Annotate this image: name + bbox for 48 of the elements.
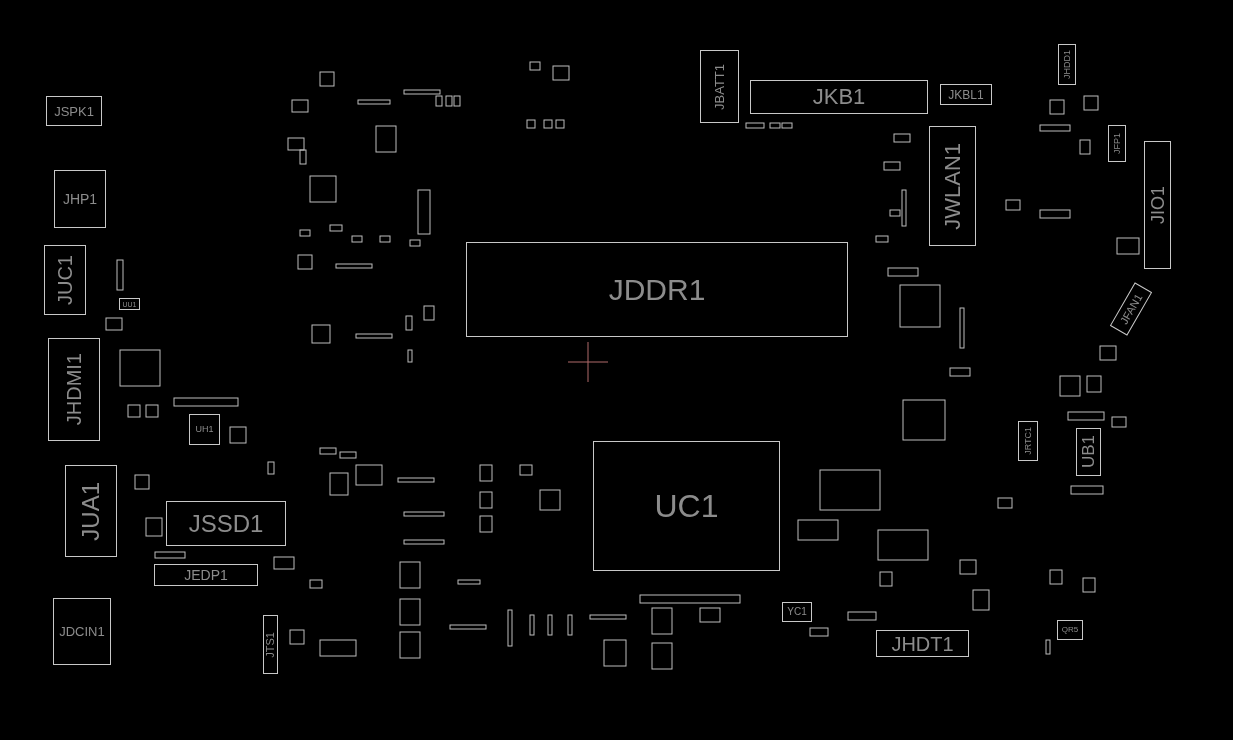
component-designator: JRTC1 [1023,427,1033,455]
component-designator: UC1 [654,490,719,522]
component-designator: JHDD1 [1062,50,1072,79]
connector-outline [876,630,969,657]
component-designator: JHP1 [62,192,98,206]
connector-outline [940,84,992,105]
component-designator: JDDR1 [608,274,706,305]
connector-outline [1144,141,1171,269]
component-designator: JFP1 [1112,133,1122,154]
component-designator: JSSD1 [188,511,264,536]
component-designator: JDCIN1 [59,625,105,638]
component-designator: JHDMI1 [64,353,84,426]
component-designator: JKBL1 [948,88,984,101]
component-designator: JSPK1 [54,104,94,118]
component-designator: JBATT1 [713,63,726,110]
chip-outline [1057,620,1083,640]
crystal-outline [782,602,812,622]
connector-outline [53,598,111,665]
connector-outline [65,465,117,557]
component-designator: YC1 [787,607,807,617]
component-designator: QR5 [1061,626,1079,634]
memory-slot-outline [466,242,848,337]
component-designator: JUC1 [55,255,75,305]
component-designator: JKB1 [812,86,866,108]
connector-outline [929,126,976,246]
connector-outline [1018,421,1038,461]
connector-outline [44,245,86,315]
component-designator: JHDT1 [891,633,954,654]
connector-outline [700,50,739,123]
chip-outline [189,414,220,445]
component-designator: JIO1 [1148,186,1167,224]
connector-outline [154,564,258,586]
component-designator: JTS1 [265,631,276,658]
connector-outline [46,96,102,126]
chip-outline [1076,428,1101,476]
component-designator: UB1 [1080,435,1097,469]
connector-outline [48,338,100,441]
connector-outline [54,170,106,228]
connector-outline [166,501,286,546]
component-designator: JUA1 [79,481,103,541]
component-designator: JEDP1 [184,568,228,582]
processor-outline [593,441,780,571]
component-designator: JWLAN1 [941,142,964,230]
connector-outline [1108,125,1126,162]
connector-outline [750,80,928,114]
connector-outline [263,615,278,674]
component-designator: UH1 [195,425,214,434]
connector-outline [1058,44,1076,85]
